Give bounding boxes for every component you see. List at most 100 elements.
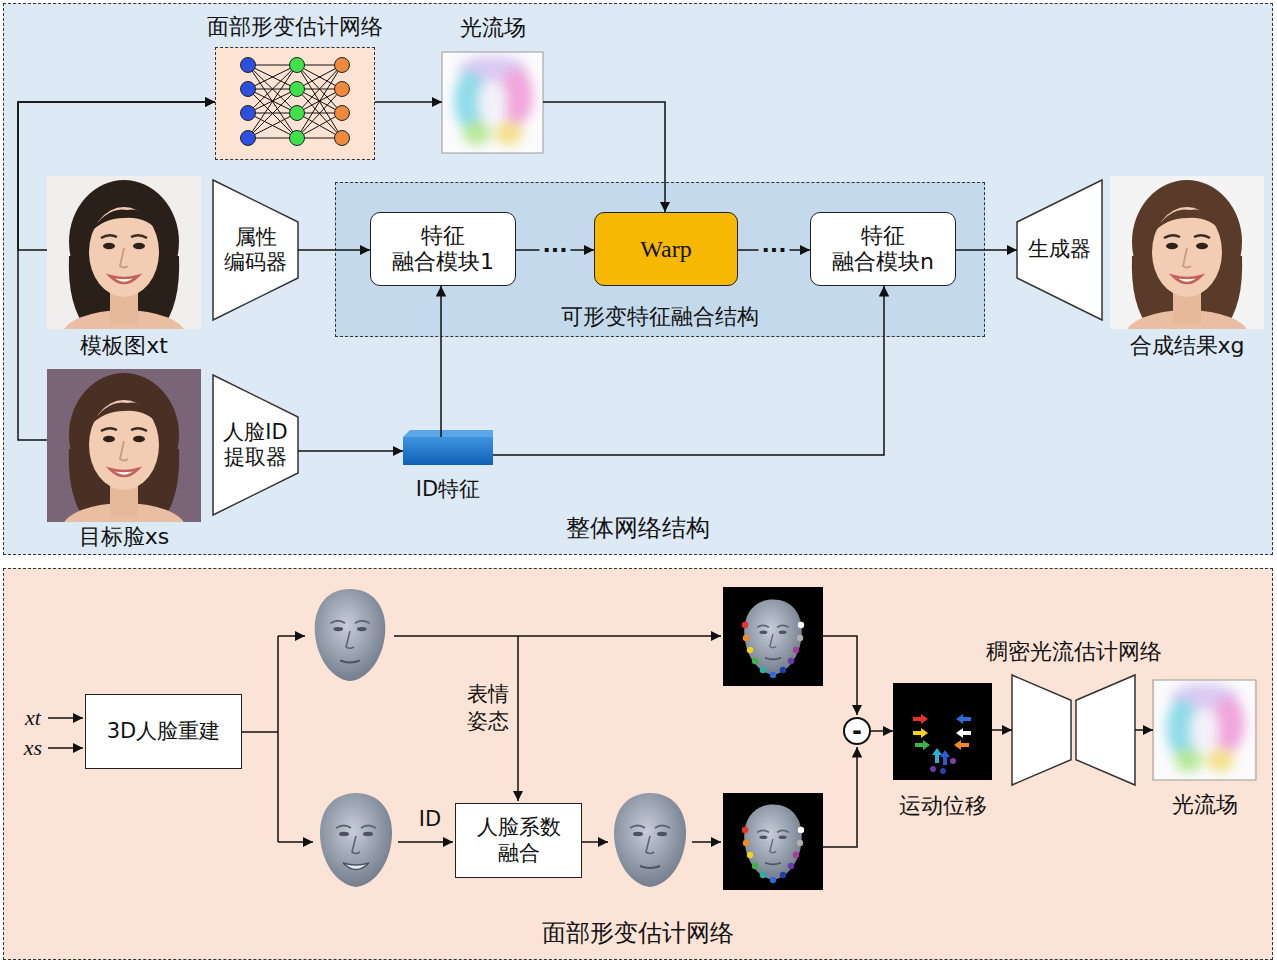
template-photo-part	[62, 180, 186, 362]
face-render-part	[315, 589, 386, 681]
annotation-label: xt	[25, 705, 41, 731]
node-label: 人脸系数 融合	[477, 815, 561, 865]
landmark-image-part	[788, 658, 794, 664]
arrow-connector	[298, 249, 370, 251]
landmark-image-part	[747, 647, 753, 653]
landmark-image-part	[788, 863, 794, 869]
node-label: 目标脸xs	[79, 524, 169, 550]
node-label: 可形变特征融合结构	[561, 304, 759, 330]
network-icon-part	[241, 131, 256, 146]
node-label: 合成结果xg	[1130, 333, 1245, 359]
dashed-module-box: 特征 融合模块1 Warp 特征 融合模块n 可形变特征融合结构	[335, 182, 985, 337]
motion-image-part	[932, 748, 942, 763]
node-label: 模板图xt	[80, 333, 168, 359]
arrow-connector	[543, 102, 665, 212]
label-slot: ID特征	[283, 477, 613, 502]
landmark-image-part	[744, 804, 802, 879]
edge-label-slot: ···	[539, 237, 570, 263]
landmark-image	[723, 587, 823, 686]
node-label: -	[852, 719, 862, 743]
face-render	[320, 793, 392, 887]
arrow-connector	[871, 730, 893, 732]
node-label: 生成器	[1028, 237, 1091, 262]
encoder-decoder-shape-outline	[1012, 675, 1135, 785]
connectors	[18, 102, 1153, 731]
wire-part	[822, 747, 857, 847]
wire-part	[277, 636, 279, 842]
node-label: 特征 融合模块n	[832, 223, 934, 276]
label-slot: 面部形变估计网络	[3, 919, 1273, 948]
landmark-image-part	[798, 622, 804, 628]
shape-outline	[213, 180, 298, 320]
motion-image-part	[954, 740, 969, 750]
arrow-connector	[440, 286, 442, 437]
landmark-image-part	[743, 635, 749, 641]
landmark-image-part	[723, 587, 823, 686]
annotation-slot: 表情 姿态	[467, 681, 509, 736]
arrow-connector	[18, 102, 215, 440]
result-photo-part	[1125, 180, 1249, 362]
node-label: 光流场	[1172, 792, 1238, 818]
wire-part	[517, 636, 519, 801]
wire-part	[823, 636, 857, 715]
arrow-connector	[1135, 729, 1153, 731]
process-box: 特征 融合模块1	[370, 212, 516, 286]
target-photo	[47, 369, 201, 555]
encoder-trapezoid: 人脸ID 提取器	[213, 375, 298, 515]
id-bar-top-part	[403, 430, 493, 437]
label-slot: 模板图xt	[0, 333, 321, 359]
arrow-connector	[298, 450, 403, 452]
wire-part	[278, 841, 313, 843]
landmark-image-part	[770, 672, 776, 678]
network-icon-part	[335, 131, 350, 146]
label-slot: 光流场	[1033, 792, 1277, 818]
landmark-image-part	[747, 852, 753, 858]
label-slot: 合成结果xg	[990, 333, 1277, 359]
annotation-slot: xt	[25, 705, 41, 731]
node-label: Warp	[640, 235, 691, 264]
landmark-image-part	[797, 635, 803, 641]
label-slot: 面部形变估计网络	[95, 14, 495, 40]
network-icon-part	[248, 65, 297, 138]
operator-circle: -	[843, 717, 871, 745]
node-label: 光流场	[460, 15, 526, 41]
node-label: 特征 融合模块1	[392, 223, 494, 276]
id-bar-top	[403, 430, 493, 437]
edge-label-slot: ···	[758, 237, 789, 263]
wire-part	[278, 635, 305, 637]
landmark-image-part	[793, 852, 799, 858]
landmark-image-part	[797, 840, 803, 846]
arrow-connector	[375, 101, 442, 103]
landmark-image-part	[742, 622, 748, 628]
annotation-label: xs	[24, 735, 42, 761]
arrow-connector	[18, 102, 215, 250]
edge-label: ···	[539, 237, 570, 263]
landmark-image-part	[780, 872, 786, 878]
face-render	[614, 793, 686, 887]
network-icon-part	[290, 131, 305, 146]
motion-image-part	[913, 728, 928, 738]
result-photo	[1110, 176, 1264, 362]
landmark-image-part	[752, 658, 758, 664]
motion-image-part	[930, 766, 936, 772]
template-photo	[47, 176, 201, 362]
wire-part	[398, 841, 453, 843]
node-label: 属性 编码器	[224, 225, 287, 275]
landmark-image-part	[793, 647, 799, 653]
wire-part	[692, 841, 721, 843]
landmark-image-part	[798, 827, 804, 833]
flow-field-image-part	[1153, 680, 1256, 780]
wire-part	[48, 717, 83, 719]
shape-outline	[213, 375, 298, 515]
panel-title: 面部形变估计网络	[542, 919, 734, 948]
landmark-image-part	[760, 667, 766, 673]
process-box: Warp	[594, 212, 738, 286]
wire-part	[394, 635, 721, 637]
landmark-image-part	[770, 877, 776, 883]
wire-part	[242, 731, 278, 733]
generator-trapezoid: 生成器	[1017, 180, 1102, 320]
feature-bar: ID特征	[403, 437, 493, 465]
